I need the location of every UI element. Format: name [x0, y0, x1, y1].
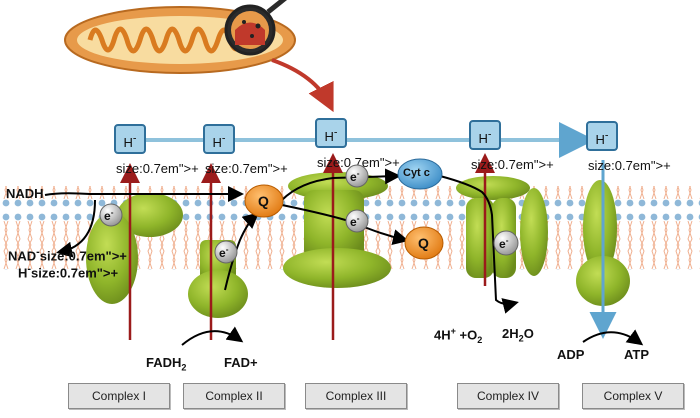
proton-box-3: H-size:0.7em">+: [315, 118, 400, 170]
atp-label: ATP: [624, 347, 650, 362]
complex-iv: [456, 176, 548, 278]
complex-label-v: Complex V: [582, 383, 684, 409]
electron-label-5: e-: [499, 235, 509, 251]
complex-iv-product-label: 2H2O: [502, 326, 534, 344]
fadh2-label: FADH2: [146, 355, 187, 373]
electron-label-2: e-: [219, 244, 229, 260]
electron-label-3: e-: [350, 168, 360, 184]
electron-label-1: e-: [104, 207, 114, 223]
h-plus-label: H-size:0.7em">+: [18, 263, 119, 281]
complex-label-i: Complex I: [68, 383, 170, 409]
ubiquinone-label-1: Q: [258, 193, 269, 209]
complex-iv-reactants-label: 4H+ +O2: [434, 326, 483, 345]
proton-box-2: H-size:0.7em">+: [203, 124, 288, 176]
adp-label: ADP: [557, 347, 585, 362]
nad-label: NAD-size:0.7em">+: [8, 246, 127, 264]
proton-pumping-arrows: [120, 153, 495, 340]
complex-label-iii: Complex III: [305, 383, 407, 409]
cytochrome-c-label: Cyt c: [403, 167, 430, 179]
complex-i: [86, 193, 183, 304]
fad-label: FAD+: [224, 355, 258, 370]
proton-box-5: H-size:0.7em">+: [586, 121, 671, 173]
complex-label-ii: Complex II: [183, 383, 285, 409]
electron-label-4: e-: [350, 213, 360, 229]
complex-label-iv: Complex IV: [457, 383, 559, 409]
ubiquinone-label-2: Q: [418, 235, 429, 251]
mitochondrion-illustration: [64, 0, 334, 113]
proton-box-1: H-size:0.7em">+: [114, 124, 199, 176]
nadh-label: NADH: [6, 186, 44, 201]
proton-box-4: H-size:0.7em">+: [469, 120, 554, 172]
